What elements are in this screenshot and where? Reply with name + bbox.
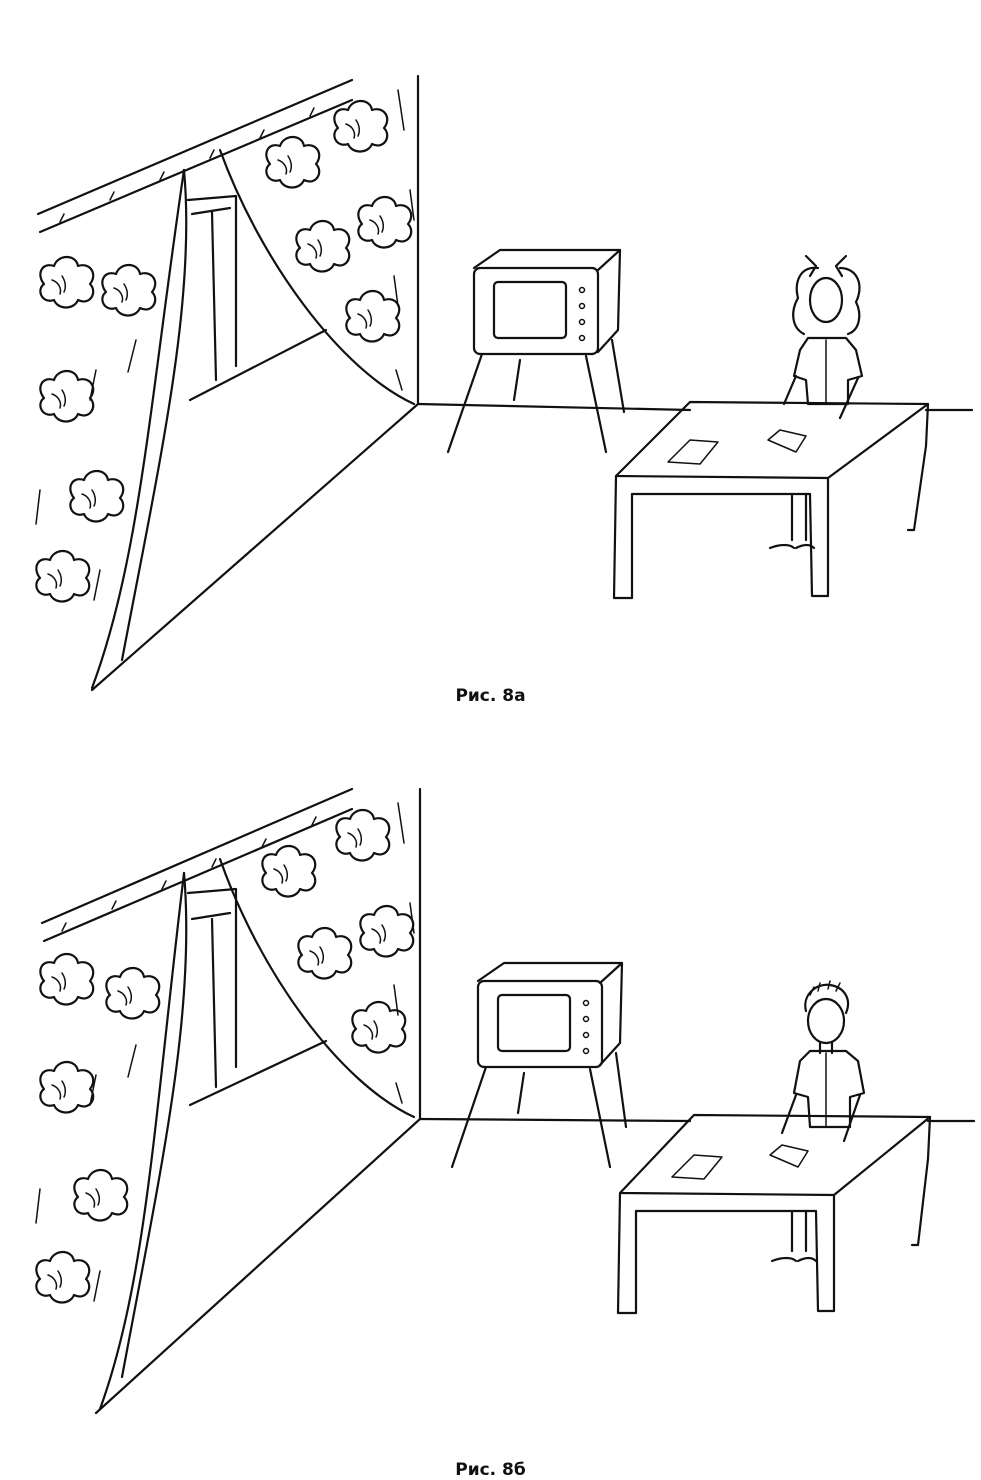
room-scene-girl	[35, 74, 974, 692]
tv-set	[446, 248, 626, 454]
right-curtain	[218, 89, 416, 406]
room-corner	[94, 787, 976, 1415]
left-curtain	[35, 168, 188, 690]
window-frame	[40, 787, 354, 1107]
right-curtain	[218, 802, 416, 1119]
tv-set	[450, 961, 628, 1169]
table	[616, 1113, 932, 1315]
boy-figure	[770, 980, 866, 1263]
left-curtain	[35, 871, 188, 1411]
figure-8a: Рис. 8а	[0, 0, 981, 723]
room-scene-boy	[35, 787, 976, 1415]
table	[612, 400, 930, 600]
window-frame	[36, 78, 354, 402]
figure-caption: Рис. 8б	[455, 1460, 526, 1480]
figure-caption: Рис. 8а	[455, 686, 526, 706]
girl-figure	[768, 254, 864, 550]
figure-8b: Рис. 8б	[0, 723, 981, 1480]
